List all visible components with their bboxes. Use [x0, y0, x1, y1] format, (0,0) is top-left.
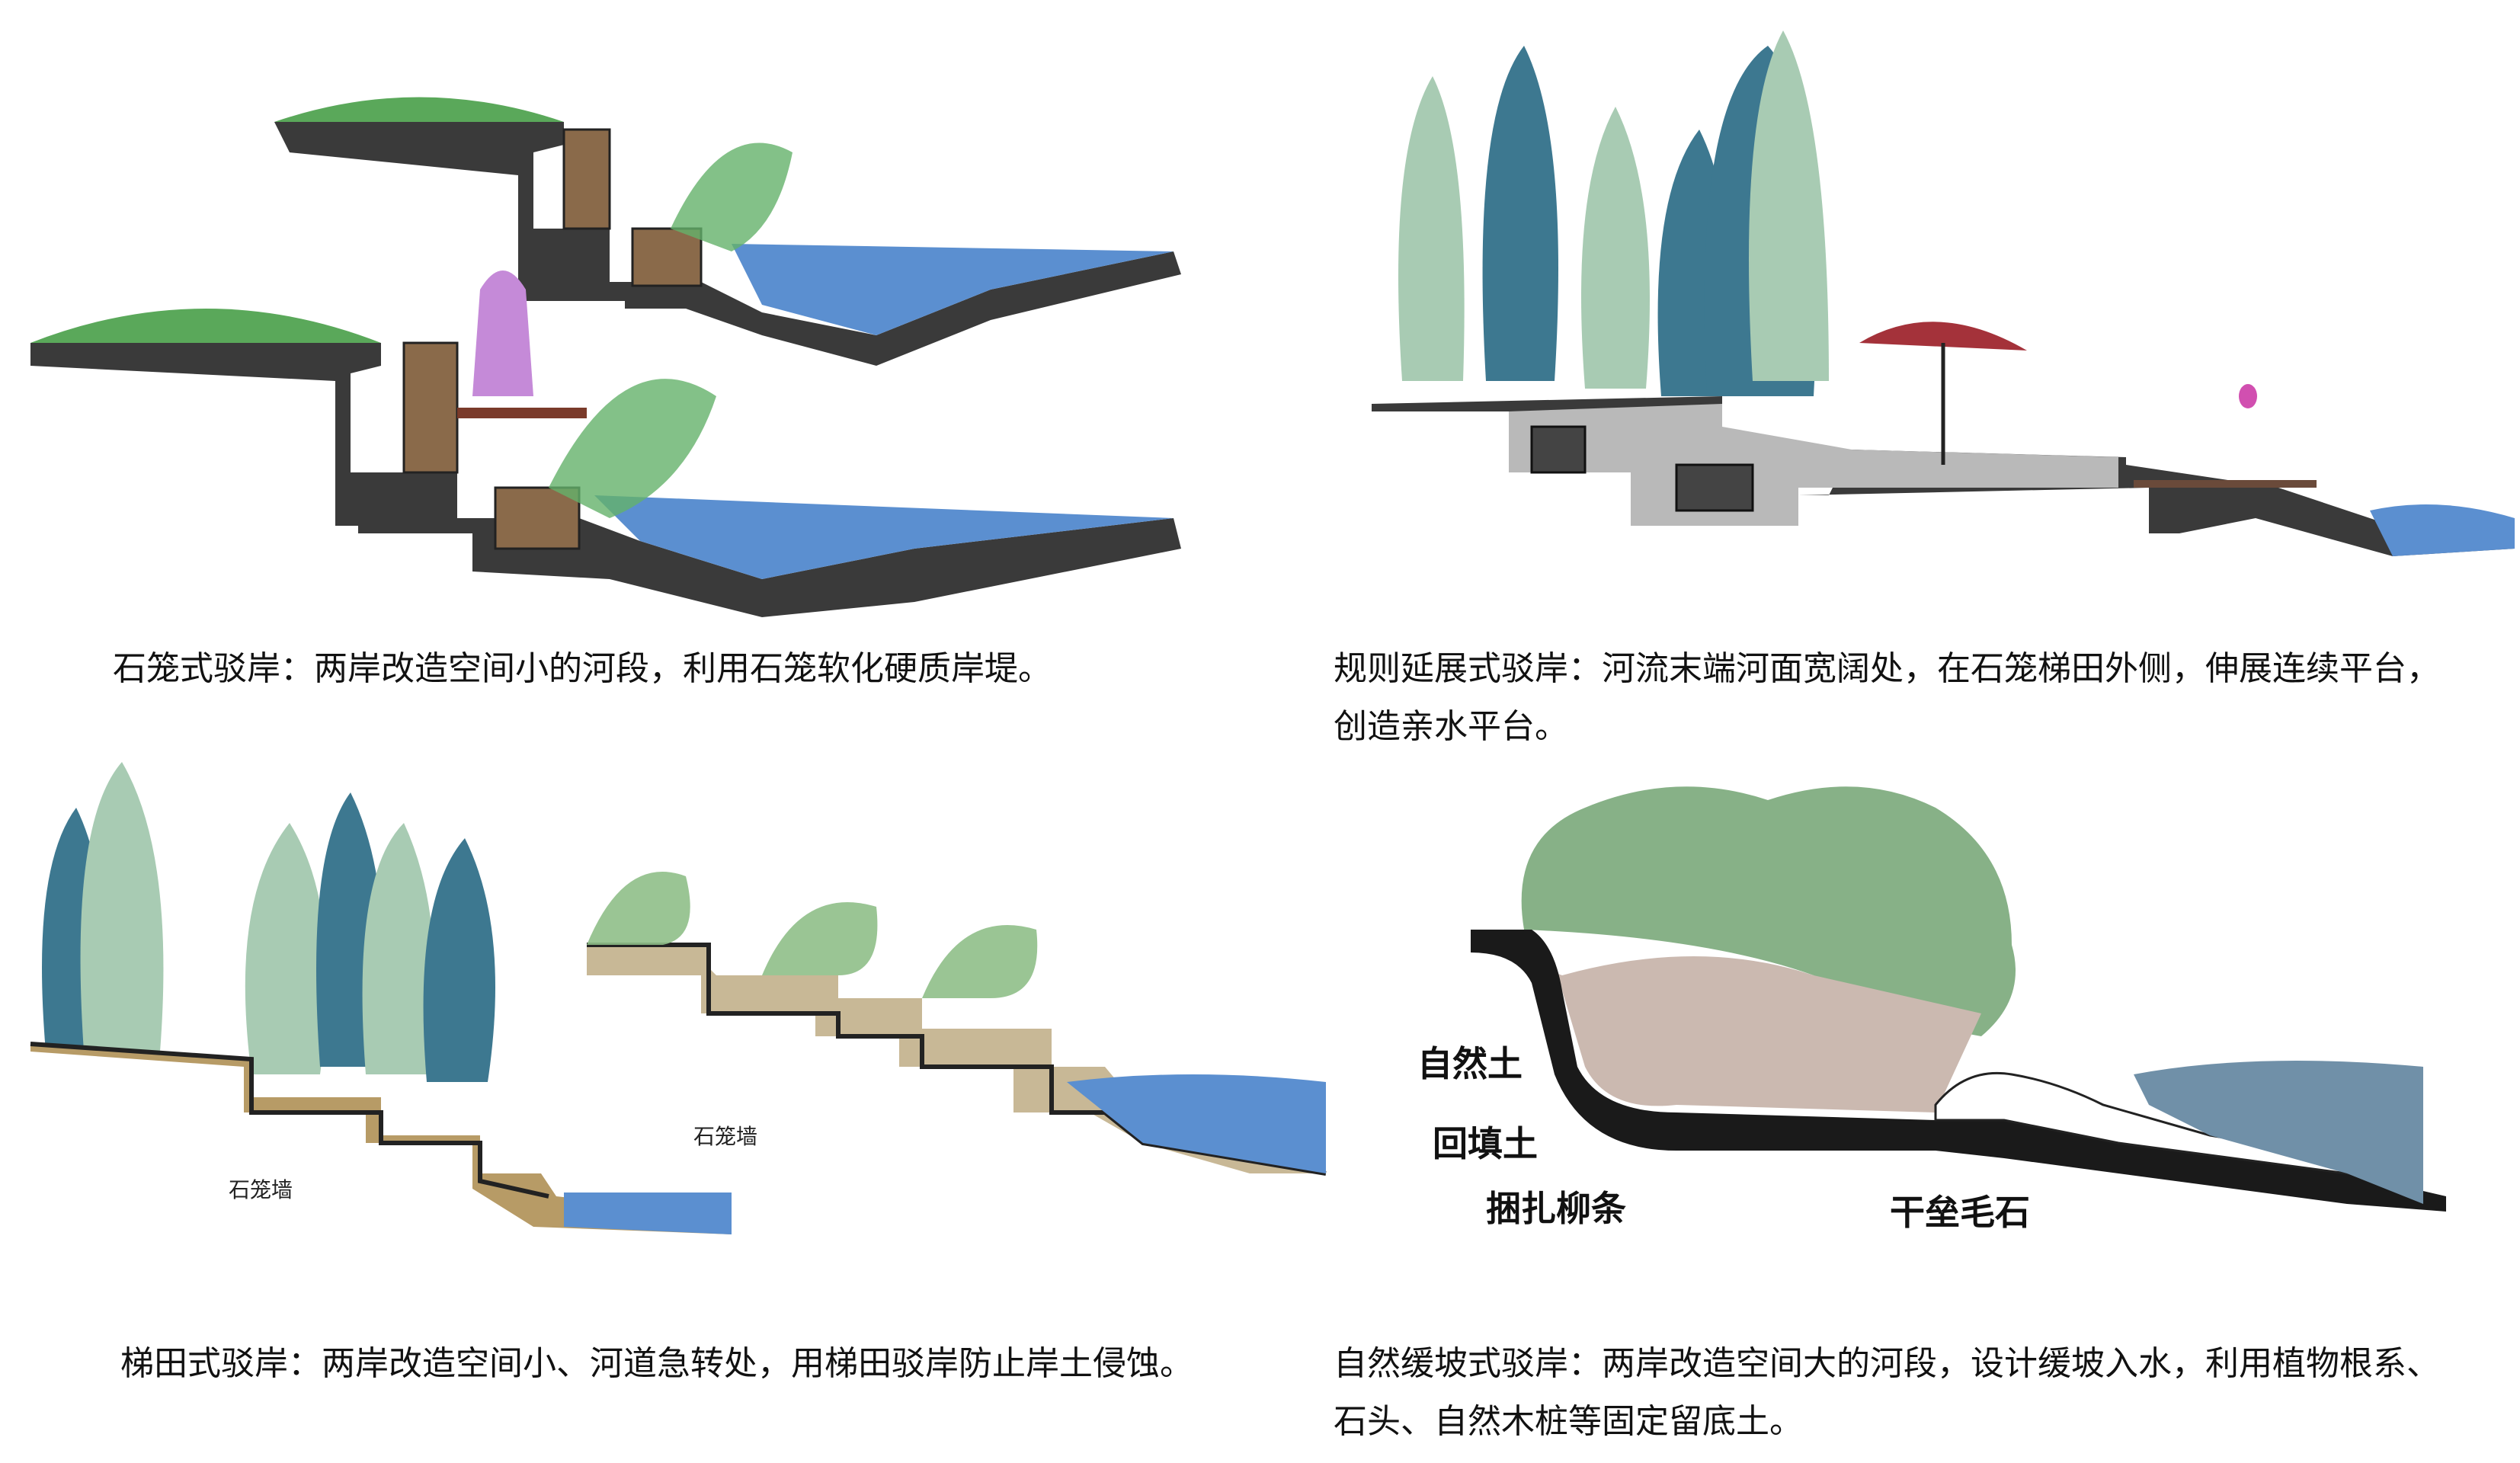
- tree: [423, 838, 495, 1082]
- label-natural-soil: 自然土: [1417, 1043, 1523, 1084]
- lower-gabion-2: [494, 486, 581, 550]
- deck-platform: [2134, 480, 2317, 488]
- terrace-outline-left: [30, 1042, 549, 1199]
- soil-wedge: [1471, 939, 1981, 1112]
- bank-outline: [1471, 930, 2446, 1212]
- reed-cluster: [922, 925, 1038, 998]
- caption-extended-line2: 创造亲水平台。: [1334, 707, 1568, 746]
- lower-gabion-1: [402, 341, 459, 474]
- panel-natural-slope-revetment: 自然土 回填土 捆扎柳条 干垒毛石 自然缓坡式驳岸：两岸改造空间大的河段，设计缓…: [1334, 747, 2520, 1463]
- gabion-box: [1530, 425, 1587, 474]
- lower-grass: [30, 309, 381, 343]
- riprap-stones: [1934, 1071, 2349, 1175]
- water-left: [564, 1192, 732, 1234]
- tree-group: [1398, 30, 1829, 396]
- terraced-section-illustration: [30, 762, 1327, 1234]
- person-figure: [472, 271, 533, 396]
- right-terraces: [587, 872, 1327, 1176]
- extended-platform-illustration: [1372, 30, 2515, 556]
- panel-regular-extended-revetment: 规则延展式驳岸：河流末端河面宽阔处，在石笼梯田外侧，伸展连续平台， 创造亲水平台…: [1334, 0, 2520, 762]
- label-willow-bundles: 捆扎柳条: [1486, 1188, 1626, 1229]
- balloon: [2239, 384, 2257, 408]
- gabion-section-illustration: [30, 97, 1181, 617]
- umbrella: [1859, 322, 2027, 351]
- lower-water: [594, 495, 1174, 579]
- label-gabion-wall-right: 石笼墙: [693, 1124, 758, 1149]
- water-right: [1067, 1074, 1326, 1173]
- reed-cluster: [762, 902, 878, 975]
- tree: [1482, 46, 1558, 381]
- tree: [1749, 30, 1829, 381]
- upper-grass: [274, 97, 564, 122]
- tree: [1581, 107, 1650, 389]
- upper-gabion-1: [562, 128, 611, 230]
- tree: [1398, 76, 1465, 381]
- lower-bank-wall: [30, 343, 1181, 617]
- tree-group: [42, 762, 495, 1082]
- panel-gabion-revetment: 石笼式驳岸：两岸改造空间小的河段，利用石笼软化硬质岸堤。: [0, 0, 1257, 732]
- natural-slope-illustration: [1471, 786, 2446, 1212]
- label-dry-riprap: 干垒毛石: [1890, 1192, 2030, 1233]
- upper-bank-wall: [274, 122, 1181, 366]
- caption-gabion: 石笼式驳岸：两岸改造空间小的河段，利用石笼软化硬质岸堤。: [113, 649, 1052, 688]
- vegetation-mass: [1521, 786, 2016, 1036]
- water-body: [2134, 1061, 2423, 1204]
- boardwalk: [457, 408, 587, 418]
- reed-cluster: [587, 872, 690, 945]
- tree: [362, 823, 434, 1074]
- upper-gabion-2: [631, 227, 703, 287]
- upper-reeds: [671, 142, 793, 251]
- caption-terraced: 梯田式驳岸：两岸改造空间小、河道急转处，用梯田驳岸防止岸土侵蚀。: [120, 1344, 1193, 1383]
- water-right: [2370, 504, 2515, 556]
- tree: [245, 823, 327, 1074]
- label-backfill: 回填土: [1433, 1123, 1538, 1164]
- tree: [80, 762, 164, 1052]
- caption-extended-line1: 规则延展式驳岸：河流末端河面宽阔处，在石笼梯田外侧，伸展连续平台，: [1334, 649, 2440, 688]
- caption-natural-line2: 石头、自然木桩等固定留底土。: [1334, 1402, 1803, 1441]
- label-gabion-wall-left: 石笼墙: [229, 1177, 293, 1202]
- caption-natural-line1: 自然缓坡式驳岸：两岸改造空间大的河段，设计缓坡入水，利用植物根系、: [1334, 1344, 2440, 1383]
- upper-water: [732, 244, 1174, 335]
- lower-reeds: [549, 379, 716, 518]
- platform-fill: [1509, 404, 2118, 526]
- panel-terraced-revetment: 石笼墙 石笼墙 梯田式驳岸：两岸改造空间小、河道急转处，用梯田驳岸防止岸土侵蚀。: [0, 747, 1341, 1463]
- gabion-box: [1675, 463, 1754, 512]
